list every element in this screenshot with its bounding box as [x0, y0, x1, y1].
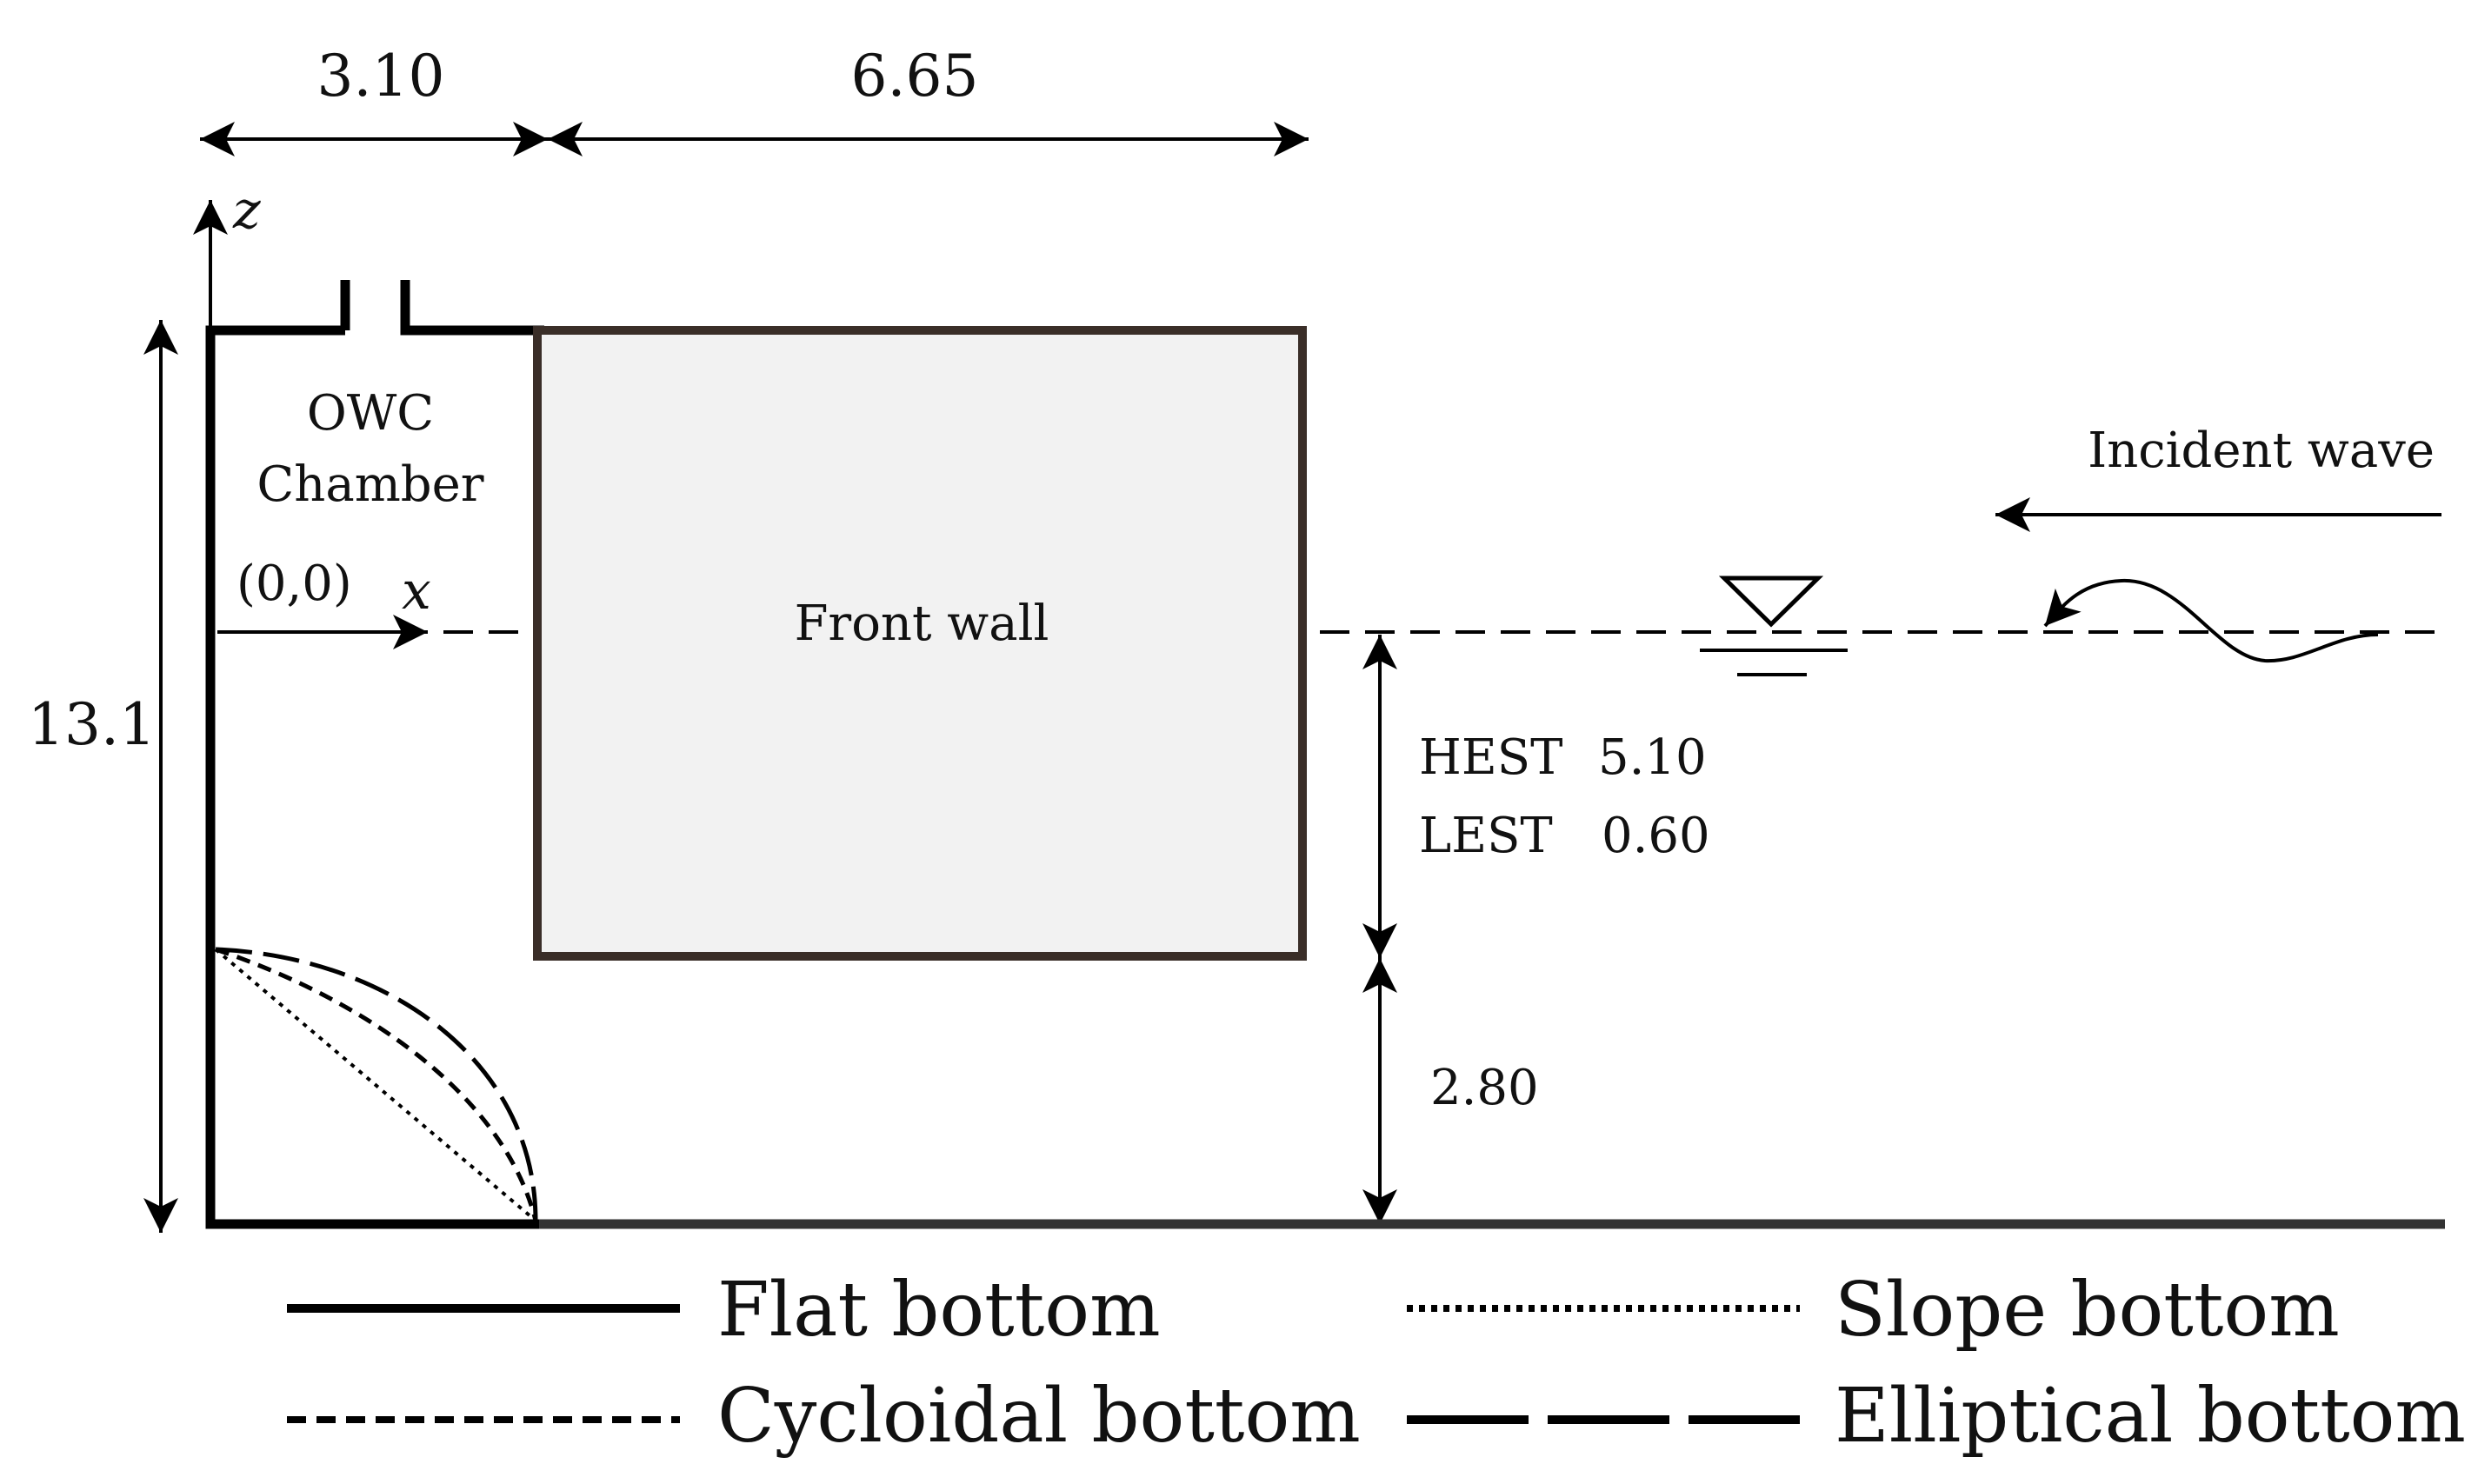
owc-chamber-label-line2: Chamber: [256, 456, 483, 513]
elliptical-bottom-profile: [215, 947, 538, 1221]
water-level-symbol-icon: [1700, 576, 1848, 676]
bottom-clearance-label: 2.80: [1430, 1060, 1539, 1116]
owc-chamber-walls: [205, 280, 544, 1229]
water-level-value-lest: 0.60: [1602, 808, 1710, 864]
front-wall: [533, 326, 1307, 961]
legend-label-elliptical: Elliptical bottom: [1835, 1373, 2466, 1460]
legend-label-slope: Slope bottom: [1835, 1267, 2340, 1354]
total-height-label: 13.1: [28, 691, 156, 758]
chamber-width-label: 3.10: [317, 43, 445, 110]
z-axis-label: z: [232, 180, 261, 241]
owc-chamber-label-line1: OWC: [307, 385, 434, 442]
water-level-name-lest: LEST: [1419, 808, 1553, 864]
cycloidal-bottom-profile: [215, 947, 538, 1221]
front-wall-label: Front wall: [795, 596, 1049, 652]
slope-bottom-profile: [214, 948, 537, 1222]
front-wall-width-label: 6.65: [851, 43, 979, 110]
legend: Flat bottom Slope bottom Cycloidal botto…: [287, 1267, 2466, 1460]
legend-label-flat: Flat bottom: [717, 1267, 1161, 1354]
x-axis-label: x: [402, 561, 431, 622]
incident-wave-curve: [2043, 578, 2379, 663]
incident-wave-label: Incident wave: [2088, 423, 2435, 479]
water-level-name-hest: HEST: [1419, 729, 1562, 786]
origin-label: (0,0): [236, 556, 352, 612]
legend-label-cycloidal: Cycloidal bottom: [717, 1373, 1361, 1460]
water-level-value-hest: 5.10: [1598, 729, 1707, 786]
